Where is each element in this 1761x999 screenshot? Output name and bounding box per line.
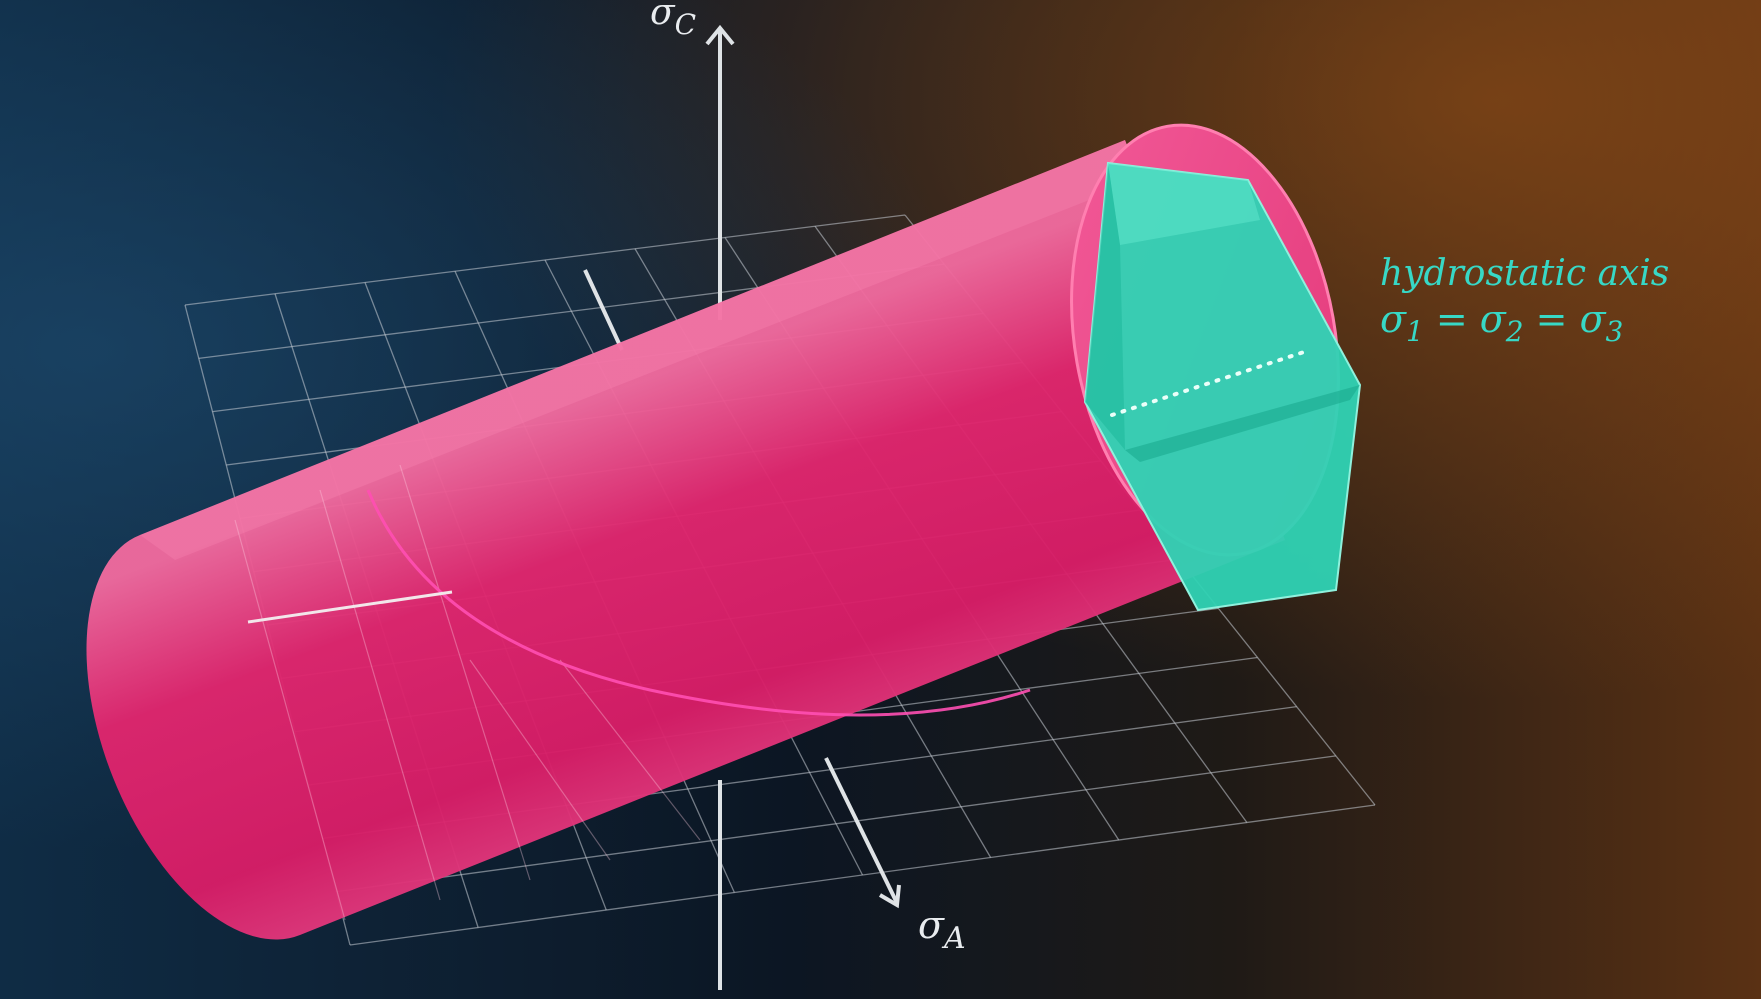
- sigma-a-label: σA: [918, 903, 966, 956]
- eq-sigma-1: σ: [1380, 297, 1407, 341]
- eq-sigma-3: σ: [1580, 297, 1607, 341]
- sigma-c-label: σC: [650, 0, 696, 41]
- hydrostatic-axis-equation: σ1 = σ2 = σ3: [1380, 297, 1623, 348]
- sigma-c-subscript: C: [675, 8, 696, 41]
- cylinder-body: [86, 140, 1286, 940]
- sigma-a-subscript: A: [941, 921, 966, 956]
- grid-through-cylinder: [234, 464, 701, 921]
- cylinder-highlight: [140, 140, 1140, 560]
- sigma-b-axis-back: [583, 269, 624, 351]
- eq-sigma-2: σ: [1480, 297, 1507, 341]
- prism-left-facet: [1085, 163, 1125, 450]
- sigma-a-symbol: σ: [918, 903, 945, 947]
- prism-mid-edge: [1125, 385, 1360, 462]
- hydrostatic-axis-title: hydrostatic axis: [1380, 253, 1669, 294]
- eq-sub-3: 3: [1606, 315, 1624, 348]
- eq-equals-1: =: [1424, 297, 1480, 341]
- eq-equals-2: =: [1524, 297, 1580, 341]
- cylinder-contour-curve: [366, 489, 1031, 717]
- hydrostatic-axis-dotted: [1110, 348, 1312, 417]
- sigma-c-arrowhead: [705, 24, 735, 46]
- sigma-a-axis: [824, 757, 899, 904]
- sigma-a-arrowhead: [878, 884, 901, 909]
- sigma-c-symbol: σ: [650, 0, 676, 33]
- prism-top-facet: [1108, 163, 1260, 245]
- tresca-prism: [1083, 161, 1362, 612]
- eq-sub-2: 2: [1505, 315, 1524, 348]
- sigma-b-axis-tick: [247, 590, 453, 624]
- eq-sub-1: 1: [1406, 315, 1424, 348]
